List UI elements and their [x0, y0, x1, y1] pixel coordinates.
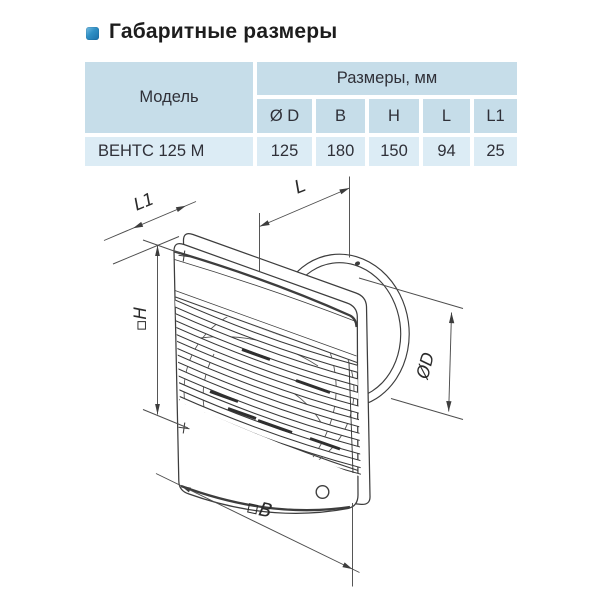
table-value-l1: 25 [474, 137, 517, 166]
table-value-h: 150 [369, 137, 419, 166]
louver-slat [175, 339, 361, 415]
table-col-l: L [423, 99, 470, 133]
grille-shadows [209, 348, 354, 474]
duct-dimple [354, 261, 361, 266]
table-value-d: 125 [257, 137, 312, 166]
section-title: Габаритные размеры [109, 20, 338, 43]
section-header: Габаритные размеры [86, 20, 337, 44]
dimension-h: ▫H [131, 239, 189, 429]
louver-slat [175, 352, 361, 429]
section-bullet-icon [86, 26, 99, 40]
label-d: ØD [413, 350, 439, 382]
table-col-b: B [316, 99, 365, 133]
label-l: L [292, 175, 309, 198]
housing-details [178, 250, 361, 500]
table-value-l: 94 [423, 137, 470, 166]
table-col-h: H [369, 99, 419, 133]
table-value-b: 180 [316, 137, 365, 166]
table-header-sizes: Размеры, мм [257, 62, 517, 95]
dimension-b: ▫B [155, 473, 360, 587]
table-header-model: Модель [85, 62, 253, 133]
indicator-light [315, 485, 330, 500]
label-h: ▫H [131, 307, 151, 332]
table-col-d: Ø D [257, 99, 312, 133]
louver-slat [175, 379, 361, 456]
louver-slat [175, 325, 361, 402]
label-b: ▫B [244, 496, 274, 523]
table-row-model: ВЕНТС 125 М [85, 137, 253, 166]
table-col-l1: L1 [474, 99, 517, 133]
dimensions-table: Модель Размеры, мм Ø D B H L L1 ВЕНТС 12… [85, 62, 517, 166]
louver-slat [175, 299, 361, 375]
label-l1: L1 [131, 189, 157, 215]
screw-mark-bottom [178, 422, 190, 434]
screw-mark-top [178, 250, 190, 262]
louver-slat [175, 312, 361, 388]
